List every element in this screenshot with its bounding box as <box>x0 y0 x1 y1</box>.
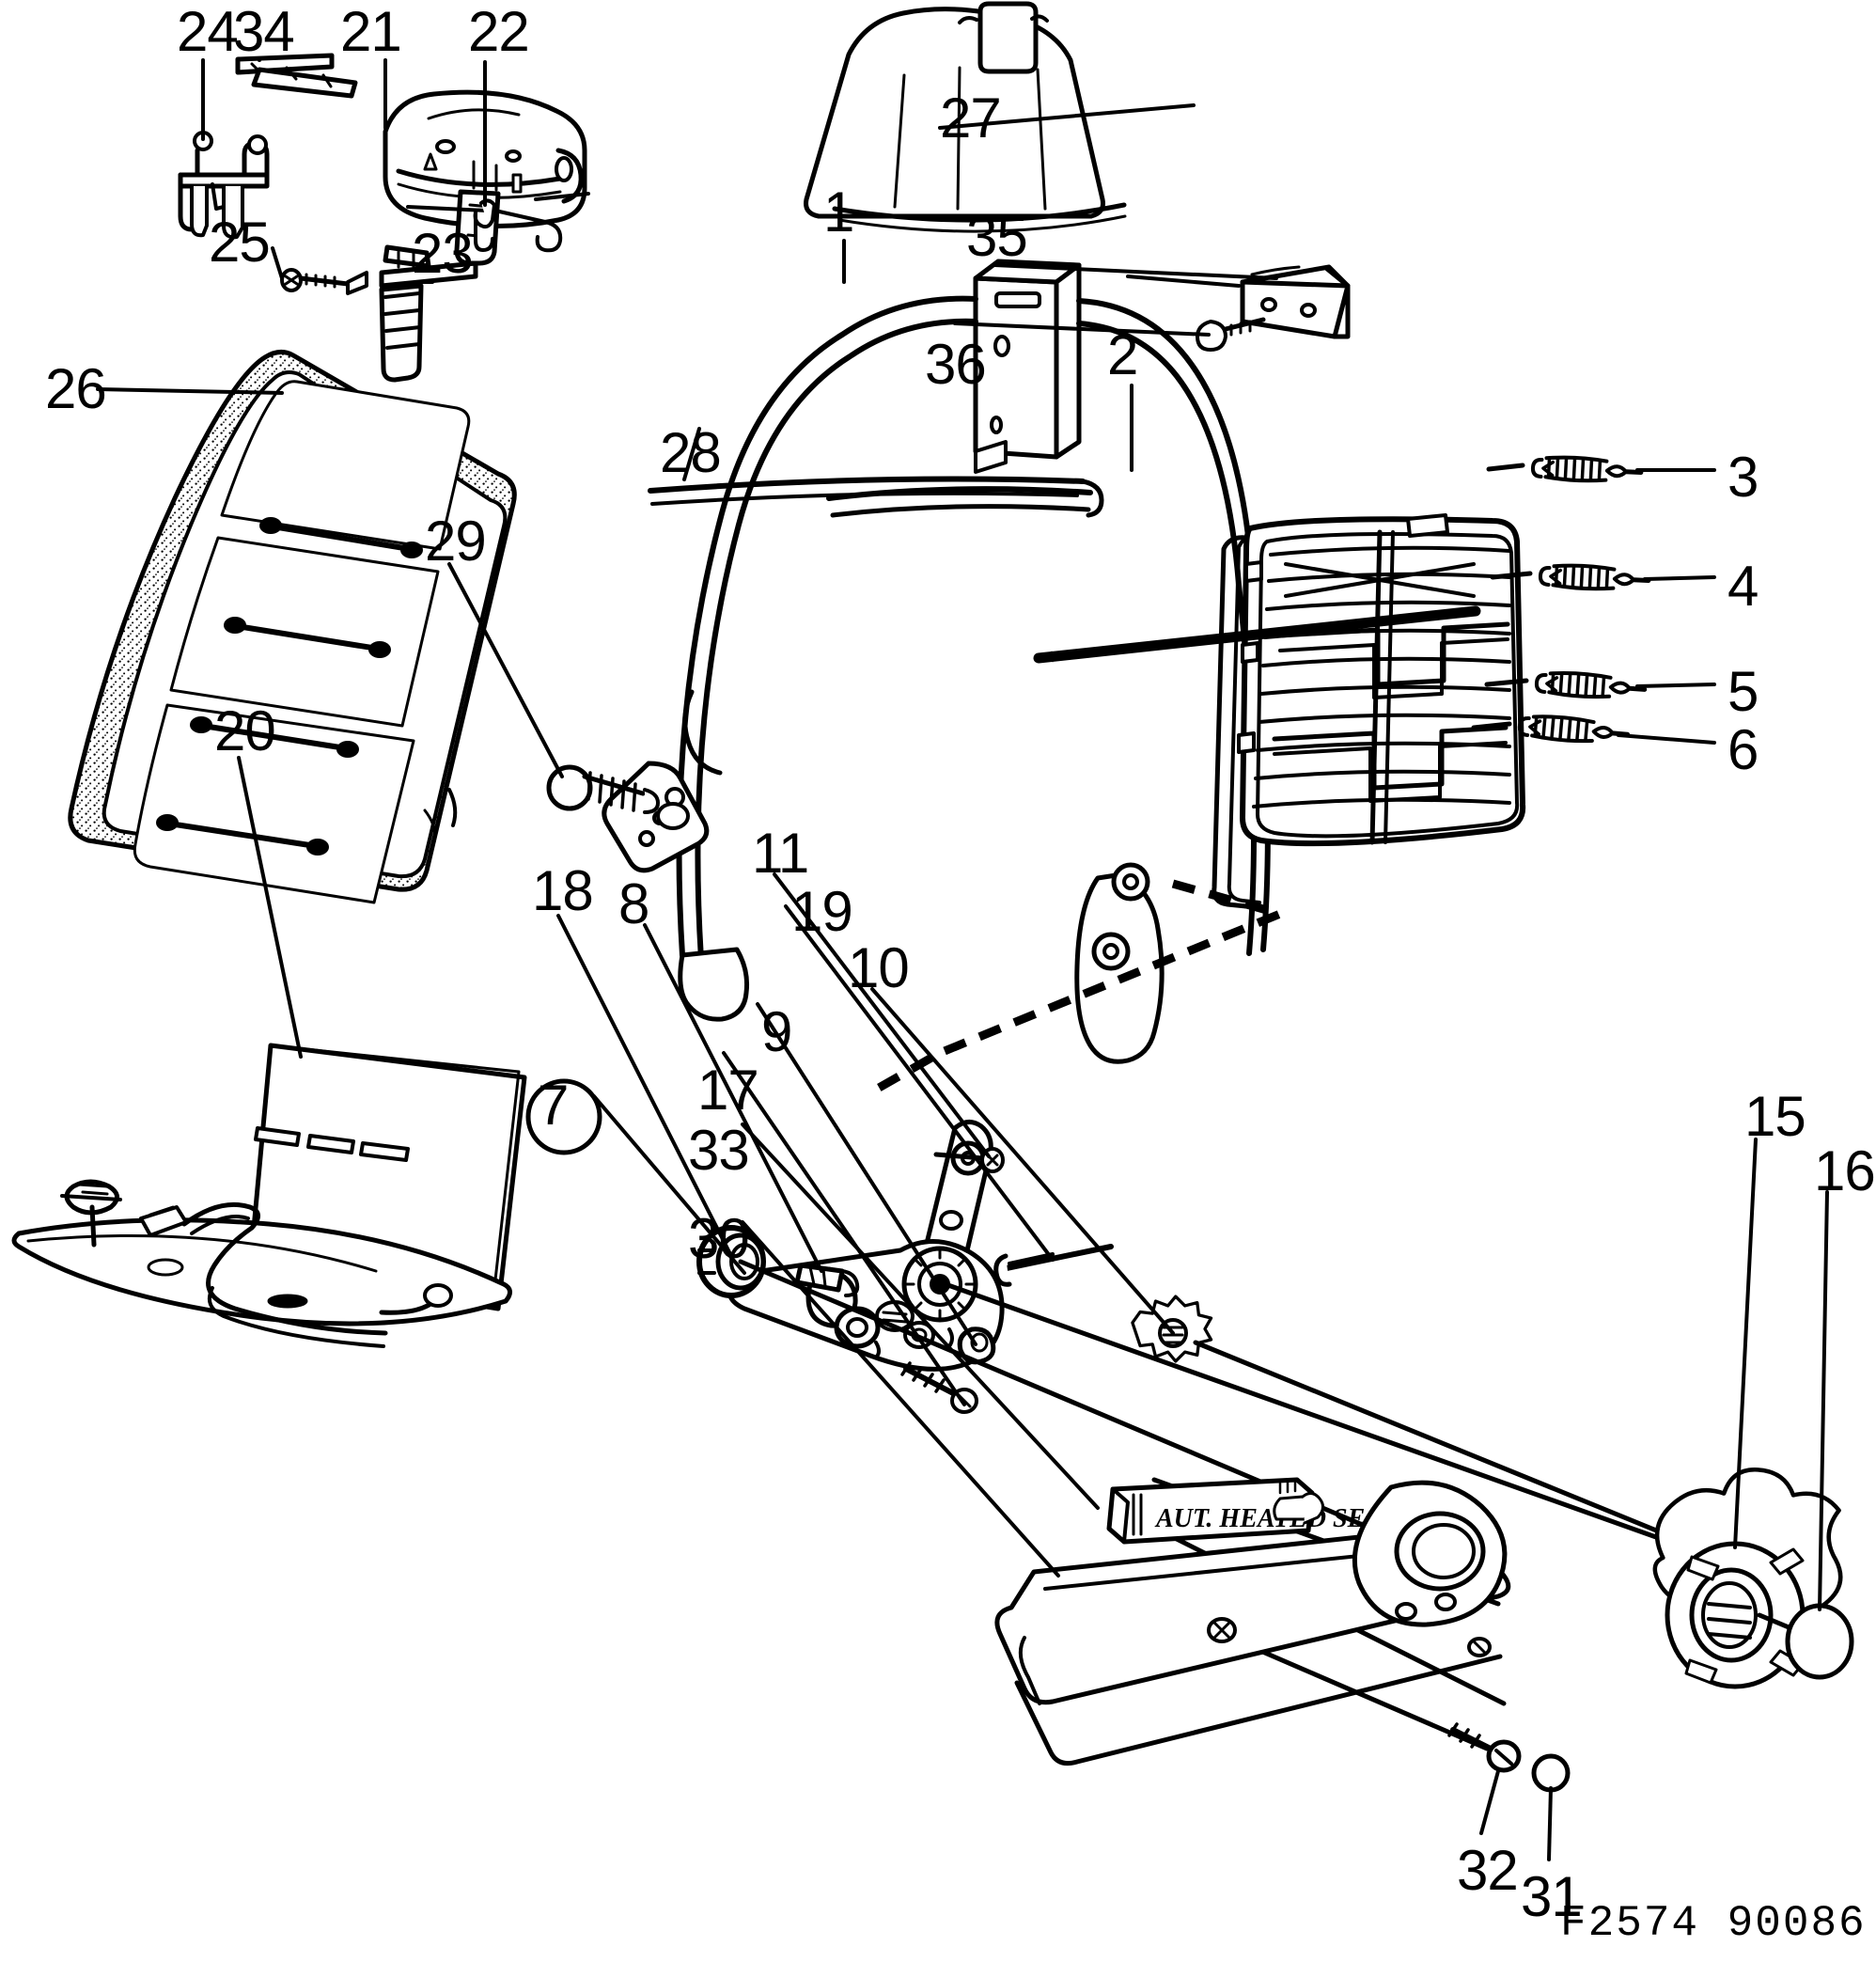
shoulder-bolt-part-17 <box>900 1361 978 1414</box>
callout-number-1: 1 <box>823 181 854 243</box>
callout-number-24: 24 <box>177 0 239 63</box>
retaining-clip-part-24 <box>178 131 270 240</box>
callout-number-17: 17 <box>697 1059 759 1122</box>
backrest-cushion-part-26 <box>68 350 517 904</box>
tension-spring-part-5 <box>1484 670 1646 700</box>
callout-number-19: 19 <box>791 880 853 943</box>
callout-number-26: 26 <box>45 357 107 420</box>
heated-seat-badge-part-33: AUT. HEATED SEAT <box>1106 1477 1399 1545</box>
knob-cap-part-16 <box>1757 1603 1854 1680</box>
callout-number-7: 7 <box>538 1074 569 1137</box>
cover-screw-part-32 <box>1447 1722 1522 1773</box>
callout-leaders <box>96 56 1829 1861</box>
callout-number-33: 33 <box>688 1119 750 1182</box>
callout-number-10: 10 <box>848 936 910 999</box>
callout-7-balloon <box>525 1078 746 1275</box>
bracket-stud-part-36 <box>1196 317 1266 352</box>
bracket-part-35 <box>1126 264 1351 339</box>
release-rod-part-22 <box>406 198 563 253</box>
callout-number-20: 20 <box>214 699 276 762</box>
side-trim-cover-part-30 <box>994 1480 1511 1766</box>
callout-number-32: 32 <box>1457 1839 1519 1902</box>
callout-number-31: 31 <box>1521 1865 1583 1928</box>
tension-spring-part-6 <box>1471 714 1629 746</box>
callout-number-25: 25 <box>209 211 271 274</box>
callout-number-28: 28 <box>660 421 722 484</box>
callout-number-4: 4 <box>1727 555 1759 618</box>
plug-cap-part-31 <box>1531 1753 1571 1793</box>
callout-number-27: 27 <box>940 86 1002 149</box>
assembly-direction-arrow <box>1033 605 1481 664</box>
tension-spring-part-4 <box>1490 564 1649 592</box>
drawing-code: F2574 90086 <box>1560 1899 1867 1948</box>
callout-number-35: 35 <box>966 205 1028 268</box>
head-restraint-part-27 <box>804 1 1127 233</box>
callout-number-29: 29 <box>425 510 487 573</box>
callout-number-9: 9 <box>761 1000 792 1063</box>
seat-heating-pad-part-20 <box>11 1043 527 1348</box>
callout-number-8: 8 <box>618 872 649 935</box>
callout-number-3: 3 <box>1727 446 1759 509</box>
spring-wire-grid-part-2 <box>1212 513 1526 909</box>
callout-number-15: 15 <box>1744 1085 1806 1148</box>
callout-number-30: 30 <box>688 1207 750 1270</box>
callout-number-11: 11 <box>752 822 809 885</box>
headrest-guide-sleeve-part-23 <box>379 244 478 383</box>
assembly-dashed-path <box>871 879 1285 1094</box>
star-washer-part-10 <box>1131 1295 1213 1363</box>
spring-clip-part-19 <box>993 1244 1114 1287</box>
guide-screw-part-25 <box>280 268 368 295</box>
callout-number-22: 22 <box>468 0 530 63</box>
callout-number-5: 5 <box>1727 660 1759 723</box>
callout-number-34: 34 <box>233 0 295 63</box>
callout-number-23: 23 <box>412 222 474 285</box>
pivot-bolt-part-29 <box>546 764 660 814</box>
tension-spring-part-3 <box>1486 456 1641 484</box>
callout-number-2: 2 <box>1107 323 1138 386</box>
callout-number-36: 36 <box>925 333 987 396</box>
recliner-mechanism-part-7 <box>727 1120 1005 1372</box>
callout-number-16: 16 <box>1814 1139 1876 1202</box>
callout-number-18: 18 <box>532 859 594 922</box>
callout-number-21: 21 <box>340 0 402 63</box>
callout-number-6: 6 <box>1727 718 1759 781</box>
wire-rod-part-28 <box>648 476 1104 518</box>
